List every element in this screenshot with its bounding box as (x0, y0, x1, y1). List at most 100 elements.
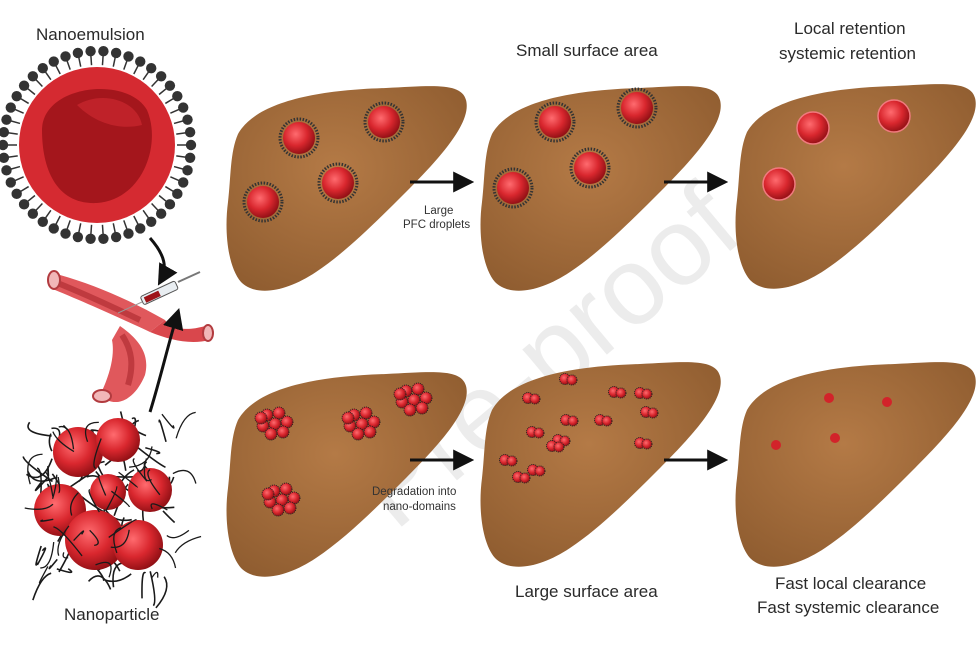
polymer-strand (104, 574, 131, 582)
nanoparticle-domain (128, 468, 172, 512)
droplet-core (497, 172, 529, 204)
droplet-core (247, 186, 279, 218)
syringe-icon (118, 272, 200, 313)
label-nano-domains: nano-domains (383, 500, 456, 515)
lipid-tail (91, 55, 92, 65)
cluster-domain (262, 488, 274, 500)
lipid-head (182, 165, 192, 175)
cluster-domain (284, 502, 296, 514)
cluster-domain (412, 383, 424, 395)
lipid-head (38, 63, 48, 73)
nano-domain-part (535, 466, 545, 476)
lipid-tail (124, 220, 127, 229)
cleared-particle (824, 393, 834, 403)
lipid-head (11, 189, 21, 199)
polymer-strand (49, 559, 57, 568)
nano-domain-part (568, 416, 578, 426)
lipid-tail (20, 187, 29, 192)
cluster-domain (272, 504, 284, 516)
polymer-strand (89, 576, 111, 589)
lipid-tail (10, 167, 20, 170)
lipid-head (38, 217, 48, 227)
label-local-retention: Local retention (794, 18, 906, 40)
lipid-head (178, 102, 188, 112)
lipid-head (0, 153, 9, 163)
lipid-tail (165, 98, 174, 103)
lipid-head (19, 199, 29, 209)
lipid-head (186, 140, 196, 150)
lipid-tail (27, 195, 35, 201)
cleared-particle (830, 433, 840, 443)
nanoparticle-domain (96, 418, 140, 462)
lipid-tail (170, 109, 179, 113)
lipid-tail (67, 60, 70, 69)
cluster-domain (273, 407, 285, 419)
droplet-core (368, 106, 400, 138)
label-fast-systemic-clearance: Fast systemic clearance (757, 597, 939, 619)
lipid-head (111, 48, 121, 58)
liver-bottom-3 (736, 362, 976, 567)
lipid-head (1, 165, 11, 175)
lipid-tail (170, 177, 179, 181)
lipid-tail (56, 216, 61, 225)
nano-domain-part (554, 442, 564, 452)
droplet-core (574, 152, 606, 184)
lipid-head (6, 102, 16, 112)
lipid-tail (159, 195, 167, 201)
liver-bottom-1 (227, 372, 467, 577)
nano-domain-part (534, 428, 544, 438)
nano-domain-part (602, 416, 612, 426)
nano-domain-part (616, 388, 626, 398)
retained-droplet (878, 100, 910, 132)
cluster-domain (360, 407, 372, 419)
lipid-tail (10, 121, 20, 124)
lipid-head (156, 208, 166, 218)
lipid-tail (165, 187, 174, 192)
polymer-strand (175, 537, 201, 553)
droplet-core (283, 122, 315, 154)
lipid-head (172, 189, 182, 199)
arrow-emulsion-to-vessel (150, 238, 164, 282)
nano-domain-part (530, 394, 540, 404)
lipid-head (98, 234, 108, 244)
lipid-tail (152, 79, 159, 86)
polymer-strand (142, 572, 146, 598)
lipid-tail (176, 156, 186, 157)
polymer-strand (176, 412, 196, 438)
lipid-tail (143, 71, 149, 79)
lipid-head (73, 232, 83, 242)
polymer-strand (159, 420, 166, 442)
lipid-head (1, 114, 11, 124)
cluster-domain (404, 404, 416, 416)
droplet-core (539, 106, 571, 138)
lipid-tail (14, 177, 23, 181)
lipid-tail (113, 223, 115, 233)
lipid-head (172, 91, 182, 101)
lipid-tail (36, 79, 43, 86)
nanoparticle-domain (53, 427, 103, 477)
label-nanoparticle: Nanoparticle (64, 604, 159, 626)
polymer-strand (163, 511, 175, 523)
lipid-tail (91, 225, 92, 235)
polymer-strand (167, 530, 189, 537)
cluster-domain (265, 428, 277, 440)
cluster-domain (277, 426, 289, 438)
label-large-surface-area: Large surface area (515, 581, 658, 603)
nanoparticle-illustration (23, 411, 201, 607)
lipid-head (165, 199, 175, 209)
lipid-tail (102, 225, 103, 235)
lipid-head (0, 127, 9, 137)
nano-domain-part (648, 408, 658, 418)
nano-domain-part (520, 473, 530, 483)
lipid-tail (134, 65, 139, 74)
lipid-head (28, 71, 38, 81)
lipid-tail (8, 133, 18, 134)
lipid-head (185, 127, 195, 137)
lipid-head (135, 223, 145, 233)
lipid-tail (20, 98, 29, 103)
lipid-head (60, 51, 70, 61)
lipid-head (6, 177, 16, 187)
lipid-head (85, 234, 95, 244)
lipid-tail (45, 210, 51, 218)
